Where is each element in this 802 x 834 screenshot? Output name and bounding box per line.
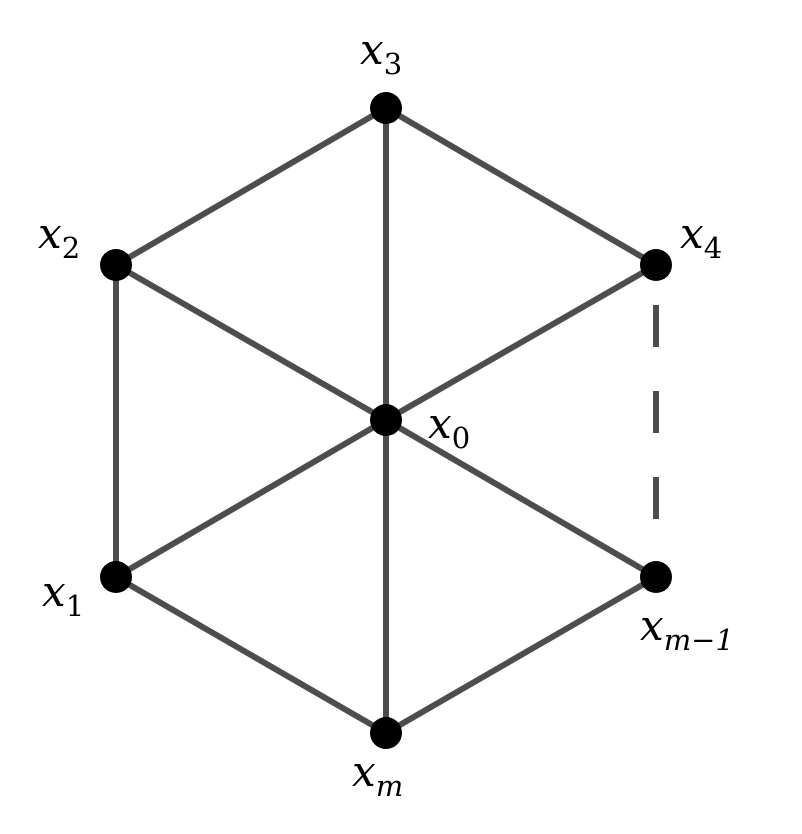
node-label-x4: x4 — [680, 209, 722, 265]
node-label-base: x — [42, 567, 66, 616]
node-x4 — [640, 249, 672, 281]
node-label-subscript: m — [376, 769, 404, 803]
edge-x0-xm1 — [384, 417, 658, 580]
node-label-subscript: 1 — [66, 589, 84, 623]
node-x3 — [370, 92, 402, 124]
node-xm — [370, 717, 402, 749]
edge-x4-x0 — [384, 262, 658, 423]
edge-x1-xm — [114, 574, 388, 736]
edge-x2-x0 — [114, 262, 388, 423]
node-label-base: x — [38, 209, 62, 258]
node-label-base: x — [352, 747, 376, 796]
node-label-subscript: 3 — [384, 47, 402, 81]
node-label-subscript: 4 — [704, 231, 722, 265]
node-label-base: x — [360, 25, 384, 74]
node-label-x1: x1 — [42, 567, 84, 623]
edge-x3-x2 — [114, 105, 388, 268]
node-label-base: x — [640, 601, 664, 650]
node-xm1 — [640, 561, 672, 593]
node-label-x2: x2 — [38, 209, 80, 265]
node-label-subscript: 2 — [62, 231, 80, 265]
edge-xm-xm1 — [384, 574, 658, 736]
node-x0 — [370, 404, 402, 436]
edge-x0-x1 — [114, 417, 388, 580]
node-label-x0: x0 — [428, 399, 470, 455]
node-label-x3: x3 — [360, 25, 402, 81]
node-label-base: x — [680, 209, 704, 258]
node-label-xm1: xm−1 — [640, 601, 734, 657]
edge-x3-x4 — [384, 105, 658, 268]
node-label-subscript: m−1 — [664, 623, 734, 657]
node-label-base: x — [428, 399, 452, 448]
node-x2 — [100, 249, 132, 281]
node-label-subscript: 0 — [452, 421, 470, 455]
edges — [113, 105, 659, 736]
node-label-xm: xm — [352, 747, 403, 803]
nodes — [100, 92, 672, 749]
node-x1 — [100, 561, 132, 593]
